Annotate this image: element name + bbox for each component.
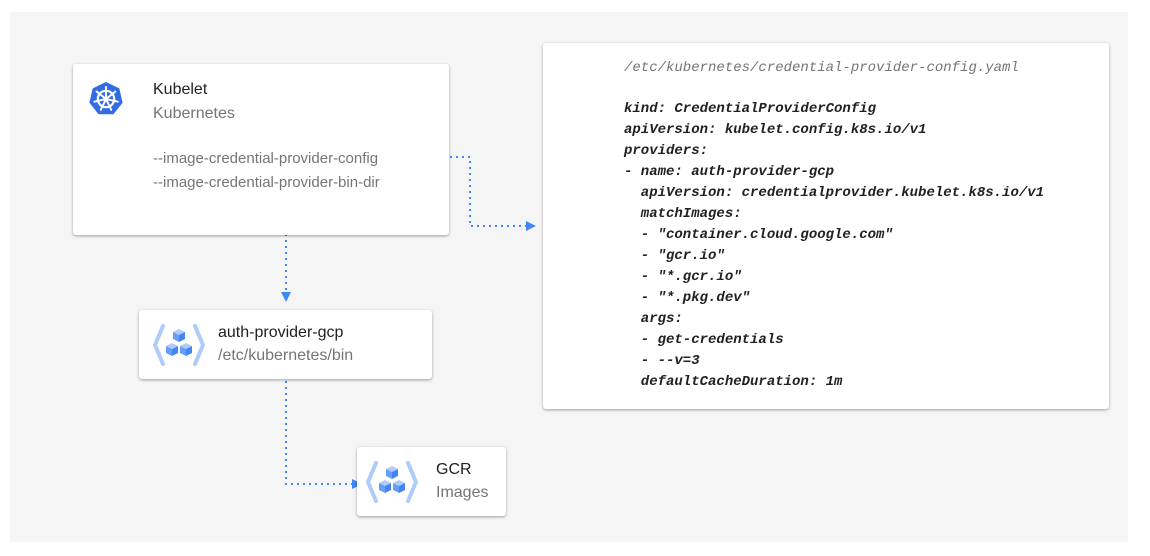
- auth-provider-subtitle: /etc/kubernetes/bin: [218, 347, 354, 364]
- yaml-line: - "*.gcr.io": [624, 269, 742, 285]
- yaml-line: - get-credentials: [624, 332, 784, 348]
- config-file-path: /etc/kubernetes/credential-provider-conf…: [624, 60, 1019, 76]
- config-yaml-content: kind: CredentialProviderConfig apiVersio…: [624, 99, 1044, 393]
- gcr-subtitle: Images: [436, 484, 489, 501]
- kubelet-subtitle: Kubernetes: [153, 105, 235, 122]
- auth-provider-title: auth-provider-gcp: [218, 324, 344, 341]
- yaml-line: - --v=3: [624, 353, 700, 369]
- yaml-line: matchImages:: [624, 206, 742, 222]
- kubelet-flag-config: --image-credential-provider-config: [153, 150, 379, 167]
- hexagon-cubes-icon: [153, 324, 205, 366]
- kubelet-card: Kubelet Kubernetes --image-credential-pr…: [73, 64, 449, 235]
- credential-provider-config-card: /etc/kubernetes/credential-provider-conf…: [543, 43, 1109, 409]
- yaml-line: - "container.cloud.google.com": [624, 227, 893, 243]
- hexagon-cubes-icon: [366, 461, 418, 503]
- yaml-line: apiVersion: kubelet.config.k8s.io/v1: [624, 122, 927, 138]
- yaml-line: - name: auth-provider-gcp: [624, 164, 835, 180]
- gcr-title: GCR: [436, 461, 472, 478]
- yaml-line: args:: [624, 311, 683, 327]
- auth-provider-card: auth-provider-gcp /etc/kubernetes/bin: [139, 310, 432, 379]
- yaml-line: - "*.pkg.dev": [624, 290, 751, 306]
- yaml-line: defaultCacheDuration: 1m: [624, 374, 843, 390]
- gcr-card: GCR Images: [357, 447, 506, 516]
- kubelet-title: Kubelet: [153, 81, 208, 98]
- yaml-line: kind: CredentialProviderConfig: [624, 101, 877, 117]
- kubelet-flag-bin-dir: --image-credential-provider-bin-dir: [153, 174, 380, 191]
- kubernetes-helm-icon: [89, 82, 123, 115]
- yaml-line: providers:: [624, 143, 709, 159]
- yaml-line: apiVersion: credentialprovider.kubelet.k…: [624, 185, 1045, 201]
- yaml-line: - "gcr.io": [624, 248, 725, 264]
